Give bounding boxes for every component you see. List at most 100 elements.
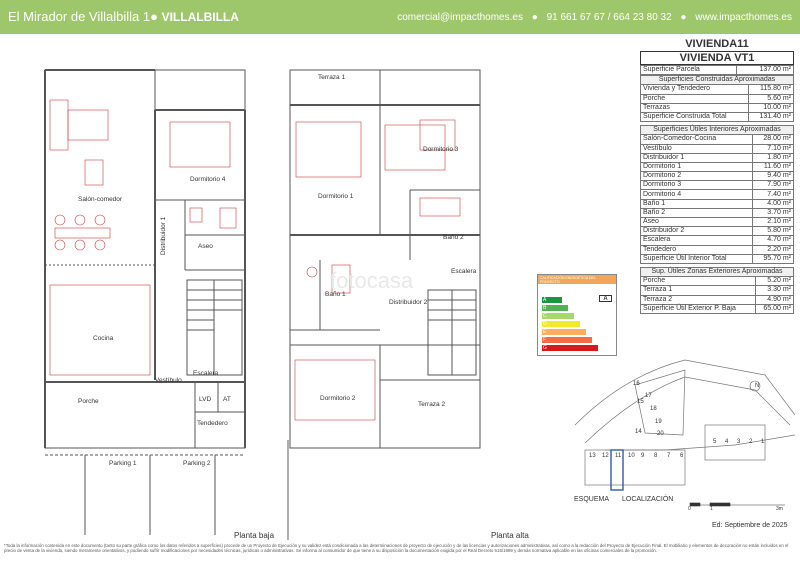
energy-bar-c: C: [542, 313, 574, 319]
table-utiles: Superficies Útiles Interiores Aproximada…: [640, 125, 795, 264]
surface-value: 3.30 m²: [754, 285, 795, 296]
lot-number: 5: [713, 439, 717, 445]
surface-value: 3.70 m²: [751, 207, 795, 219]
label-planta-baja: Planta baja: [234, 531, 275, 540]
room-parking-2: Parking 2: [183, 460, 211, 467]
label-esquema: ESQUEMA: [574, 496, 610, 503]
lot-number: 2: [749, 439, 753, 445]
lot-number: 3: [737, 439, 741, 445]
label-planta-alta: Planta alta: [491, 531, 529, 540]
lot-number: 7: [667, 453, 671, 459]
room-terraza-2: Terraza 2: [418, 401, 446, 408]
section-construidas: Superficies Construidas Aproximadas: [640, 75, 794, 86]
energy-bar-a: A: [542, 297, 562, 303]
surface-total-label: Superficie Útil Interior Total: [640, 253, 753, 264]
lot-number: 15: [637, 399, 644, 405]
surface-label: Escalera: [640, 235, 753, 246]
surface-label: Baño 2: [640, 207, 753, 219]
surface-value: 11.60 m²: [751, 161, 795, 173]
room-escalera-2: Escalera: [451, 268, 477, 275]
contact-bullet: ●: [531, 12, 538, 23]
energy-bar-f: F: [542, 337, 592, 343]
surface-label: Distribuidor 2: [640, 226, 753, 237]
contact-bullet-2: ●: [680, 12, 687, 23]
surface-label: Terraza 2: [640, 294, 756, 305]
project-title: El Mirador de Villalbilla 1● VILLALBILLA: [8, 9, 239, 24]
lot-number: 14: [635, 429, 642, 435]
surface-value: 7.40 m²: [751, 189, 795, 200]
contact-info: comercial@impacthomes.es ● 91 661 67 67 …: [397, 12, 792, 23]
surface-value: 115.80 m²: [748, 84, 794, 95]
header-bar: El Mirador de Villalbilla 1● VILLALBILLA…: [0, 0, 800, 34]
lot-number: 18: [650, 406, 657, 412]
surfaces-panel: VIVIENDA11 VIVIENDA VT1 Superficie Parce…: [639, 38, 795, 314]
surface-value: 2.20 m²: [751, 244, 795, 255]
scale-0: 0: [688, 506, 691, 512]
room-tendedero: Tendedero: [197, 420, 228, 427]
lot-number: 1: [761, 439, 765, 445]
room-at: AT: [223, 396, 231, 403]
upper-floor-outline: [289, 69, 481, 449]
energy-title: CALIFICACIÓN ENERGÉTICA DEL PROYECTO: [538, 275, 616, 284]
room-dormitorio-1: Dormitorio 1: [318, 193, 354, 200]
north-arrow-icon: [749, 380, 761, 392]
value-parcela: 137.00 m²: [736, 64, 794, 76]
room-distribuidor-1: Distribuidor 1: [160, 216, 167, 255]
email-link[interactable]: comercial@impacthomes.es: [397, 12, 523, 23]
surface-total-value: 65.00 m²: [754, 303, 795, 314]
energy-rating-value: A: [599, 295, 612, 302]
surface-value: 5.80 m²: [751, 226, 795, 237]
surface-value: 28.00 m²: [751, 134, 795, 145]
energy-bar-e: E: [542, 329, 586, 335]
surface-value: 4.70 m²: [751, 235, 795, 246]
room-terraza-1: Terraza 1: [318, 74, 346, 81]
lot-number: 10: [628, 453, 635, 459]
surface-label: Dormitorio 1: [640, 161, 753, 173]
surface-total-label: Superficie Construida Total: [639, 111, 750, 123]
room-dormitorio-2: Dormitorio 2: [320, 395, 356, 402]
legal-footer: *Toda la información contenida en este d…: [4, 543, 789, 554]
scale-1: 1: [710, 506, 713, 512]
surface-value: 7.10 m²: [751, 143, 795, 154]
lot-number: 17: [645, 393, 652, 399]
surface-label: Dormitorio 4: [640, 189, 753, 200]
lot-number: 8: [654, 453, 658, 459]
surface-label: Dormitorio 2: [640, 171, 753, 182]
surface-label: Vivienda y Tendedero: [639, 84, 750, 95]
floor-plans-drawing: fotocasa: [44, 69, 481, 540]
room-parking-1: Parking 1: [109, 460, 137, 467]
lot-number: 6: [680, 453, 684, 459]
surface-label: Terrazas: [639, 102, 750, 113]
surface-value: 5.60 m²: [748, 93, 794, 104]
lot-number: 16: [633, 381, 640, 387]
website-link[interactable]: www.impacthomes.es: [695, 12, 792, 23]
surface-label: Salón-Comedor-Cocina: [640, 134, 753, 145]
surface-value: 10.00 m²: [748, 102, 794, 113]
phone-numbers[interactable]: 91 661 67 67 / 664 23 80 32: [546, 12, 672, 23]
surface-label: Distribuidor 1: [640, 152, 753, 163]
surface-value: 9.40 m²: [751, 171, 795, 182]
lot-number: 19: [655, 419, 662, 425]
scale-3m: 3m: [776, 506, 783, 512]
room-vestibulo: Vestíbulo: [155, 377, 182, 384]
room-bano-1: Baño 1: [325, 291, 346, 298]
table-construidas: Superficies Construidas Aproximadas Vivi…: [639, 75, 794, 123]
room-bano-2: Baño 2: [443, 234, 464, 241]
lot-number: 11: [615, 453, 622, 459]
surface-label: Porche: [639, 93, 750, 104]
lot-number: 4: [725, 439, 729, 445]
energy-bar-d: D: [542, 321, 580, 327]
energy-rating-card: CALIFICACIÓN ENERGÉTICA DEL PROYECTO A B…: [537, 274, 617, 356]
room-escalera: Escalera: [193, 370, 219, 377]
